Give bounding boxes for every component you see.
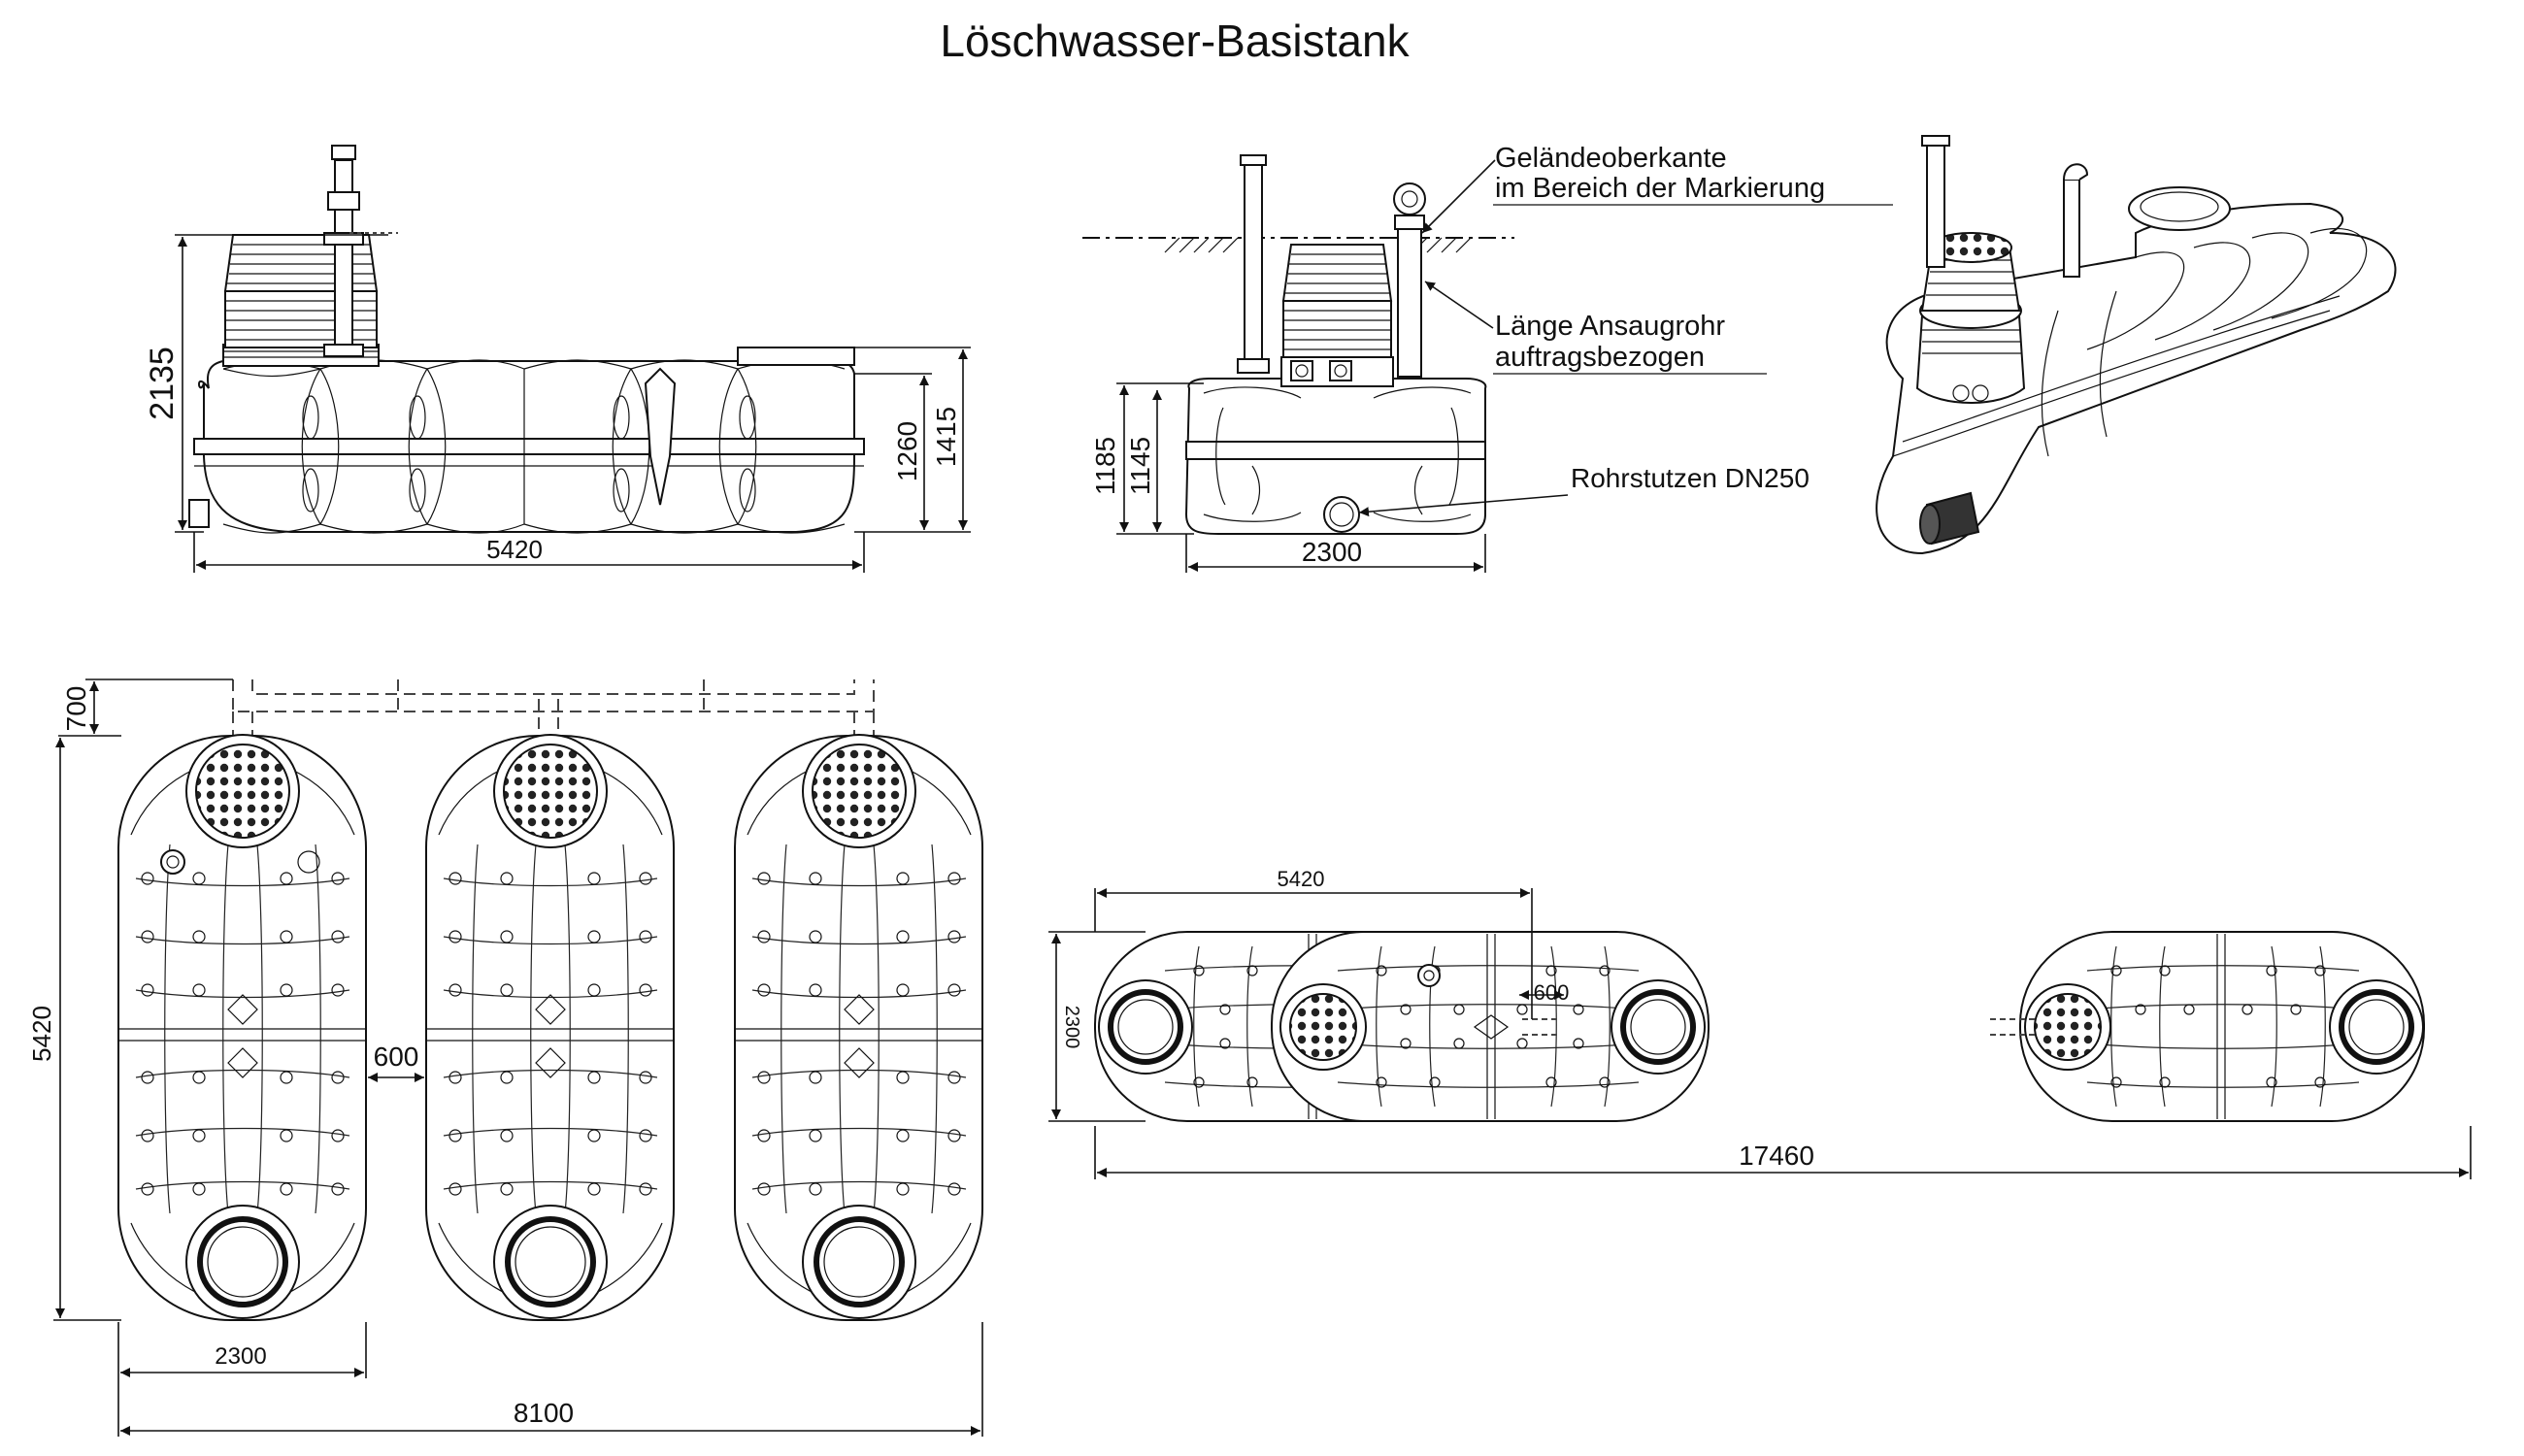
inline-gap-label: 600 — [1534, 980, 1570, 1005]
parallel-total-width-label: 8100 — [514, 1398, 574, 1428]
pipe-label-line2: auftragsbezogen — [1495, 342, 1705, 373]
inline-single-length-label: 5420 — [1278, 867, 1325, 891]
side-height-a-label: 1260 — [892, 421, 922, 481]
side-height-total-label: 2135 — [144, 347, 181, 420]
inline-total-length-label: 17460 — [1739, 1141, 1814, 1171]
isometric-view — [1876, 135, 2397, 555]
pipe-label-line1: Länge Ansaugrohr — [1495, 311, 1725, 342]
nozzle-label: Rohrstutzen DN250 — [1571, 463, 1810, 493]
parallel-gap-label: 600 — [374, 1042, 419, 1072]
ground-label-line1: Geländeoberkante — [1495, 143, 1727, 174]
front-view: Geländeoberkante im Bereich der Markieru… — [1082, 143, 1893, 573]
inline-tanks-view: 5420 2300 600 17460 — [1048, 867, 2472, 1179]
ground-label-line2: im Bereich der Markierung — [1495, 173, 1825, 204]
side-length-label: 5420 — [486, 535, 543, 564]
front-height-b-label: 1145 — [1125, 437, 1155, 495]
parallel-offset-label: 700 — [61, 686, 91, 732]
front-height-a-label: 1185 — [1090, 437, 1120, 495]
page-title: Löschwasser-Basistank — [940, 16, 1410, 66]
front-width-label: 2300 — [1302, 537, 1362, 567]
parallel-length-label: 5420 — [27, 1006, 56, 1062]
side-view: 5420 2135 1260 1415 — [144, 145, 971, 573]
parallel-single-width-label: 2300 — [215, 1343, 266, 1370]
inline-width-label: 2300 — [1061, 1006, 1082, 1049]
side-height-b-label: 1415 — [931, 407, 961, 467]
parallel-tanks-view: 700 5420 600 2300 8100 — [27, 678, 982, 1437]
